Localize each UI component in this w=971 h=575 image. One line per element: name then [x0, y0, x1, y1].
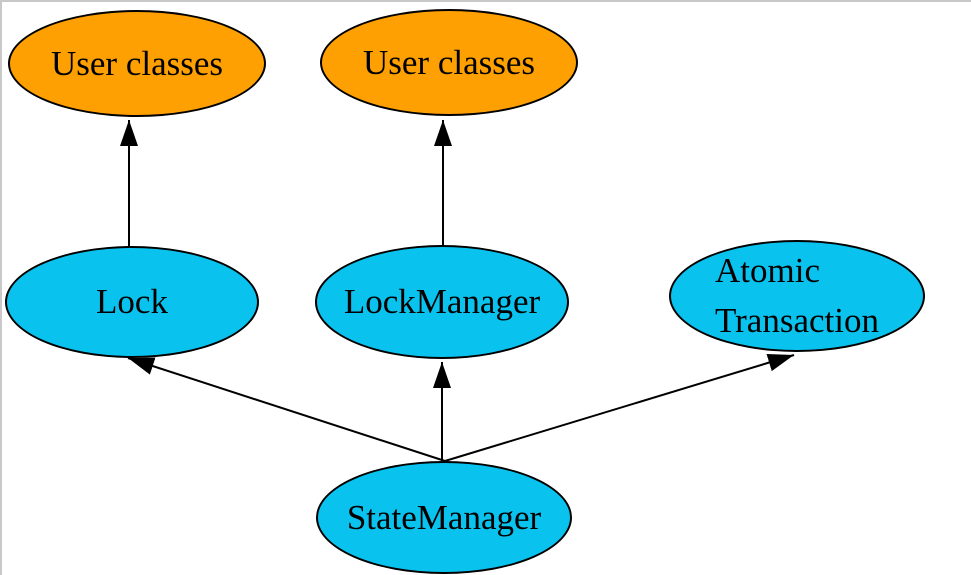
node-user-classes-left: User classes — [8, 10, 266, 117]
node-lock: Lock — [5, 246, 259, 358]
node-atomic-transaction-label-line1: Atomic — [715, 251, 820, 290]
edge-state-manager-to-atomic-transaction — [444, 353, 795, 462]
node-atomic-transaction-label-line2: Transaction — [715, 301, 879, 340]
node-lock-label: Lock — [96, 282, 168, 321]
node-state-manager: StateManager — [316, 461, 572, 574]
node-user-classes-right-label: User classes — [362, 42, 536, 82]
node-user-classes-right: User classes — [320, 9, 578, 116]
node-atomic-transaction: Atomic Transaction — [669, 240, 925, 352]
node-lock-manager-label: LockManager — [343, 282, 541, 321]
node-user-classes-left-label: User classes — [50, 43, 224, 83]
node-lock-manager: LockManager — [315, 245, 569, 359]
edge-state-manager-to-lock — [127, 357, 446, 462]
node-state-manager-label: StateManager — [346, 497, 542, 537]
